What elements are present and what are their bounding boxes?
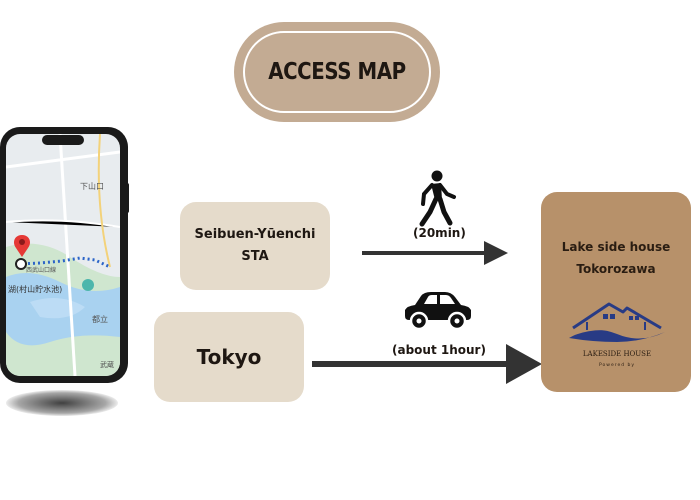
logo-wordmark: LAKESIDE HOUSE [583,350,651,358]
car-arrow [312,344,542,384]
car-duration-label: (about 1hour) [392,343,486,357]
walk-duration-label: (20min) [413,226,466,240]
map-label-shimoyamaguchi: 下山口 [80,181,104,191]
logo-tagline: Powered by [599,362,635,368]
station-tokyo-box: Tokyo [154,312,304,402]
destination-box: Lake side house Tokorozawa LAKESIDE HOUS… [541,192,691,392]
station-seibuen-suffix: STA [241,249,269,264]
station-seibuen-name: Seibuen-Yūenchi [194,227,316,242]
map-label-park: 都立 [92,314,108,324]
walking-person-icon [419,170,456,227]
destination-city: Tokorozawa [576,262,656,276]
walk-arrow [362,241,508,265]
map-label-line: 西武山口線 [26,266,56,274]
destination-name: Lake side house [561,240,671,254]
car-icon [405,292,471,331]
phone-map-illustration: 下山口 西武山口線 湖(村山貯水池) 都立 武蔵 [0,127,129,383]
phone-shadow [6,390,118,416]
page-title: ACCESS MAP [268,59,406,85]
station-seibuen-box: Seibuen-Yūenchi STA [180,202,330,290]
map-label-musashi: 武蔵 [100,360,114,369]
lakeside-house-logo: LAKESIDE HOUSE Powered by [569,302,665,368]
title-pill-outline: ACCESS MAP [243,31,431,113]
station-tokyo-name: Tokyo [196,345,262,369]
map-label-lake: 湖(村山貯水池) [8,284,62,294]
